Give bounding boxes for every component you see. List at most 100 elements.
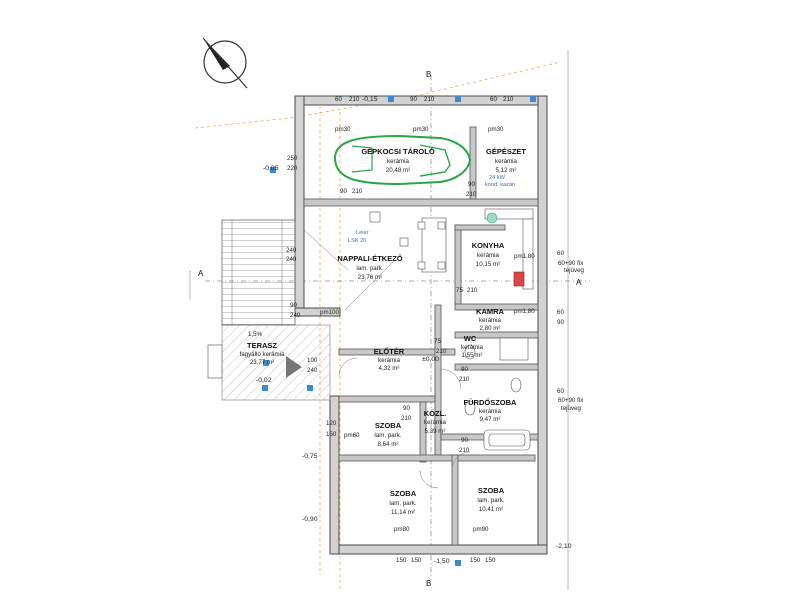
dim-label: 90 (468, 181, 475, 188)
room-hall-name: ELŐTÉR (374, 347, 405, 356)
kitchen-counter (484, 208, 534, 290)
dim-label: 150 (470, 557, 481, 564)
dim-label: 90 (461, 366, 468, 373)
dim-label: pm30 (488, 126, 504, 133)
dim-label: 90 (557, 319, 564, 326)
room-1-floor: lam. park. (374, 432, 401, 439)
terrace-ramp-arrow (286, 356, 302, 378)
dim-label: 100 (307, 357, 318, 364)
dim-label: 150 (485, 557, 496, 564)
property-lines (194, 61, 561, 590)
note-fireplace-model: LSK 20 (348, 238, 366, 244)
terrace-name: TERASZ (247, 341, 277, 350)
dim-label: 150 (411, 557, 422, 564)
dim-label: 210 (459, 376, 470, 383)
room-corridor-area: 5,39 m² (425, 428, 446, 435)
level-entrance: ±0,00 (422, 356, 439, 363)
level-left-upper: -0,05 (263, 165, 279, 172)
car-icon (333, 134, 472, 186)
dim-label: 75 (456, 287, 463, 294)
dim-label: 210 (401, 415, 412, 422)
note-boiler-type: kond. kazán (485, 182, 515, 188)
dim-label: 240 (286, 247, 297, 254)
level-right-low: -2,10 (556, 543, 572, 550)
level-bottom: -1,50 (434, 558, 450, 565)
room-hall-floor: kerámia (378, 357, 401, 364)
room-pantry-floor: kerámia (479, 317, 502, 324)
dim-label: 60 (335, 96, 342, 103)
room-2-area: 11,14 m² (391, 509, 415, 516)
room-kitchen-area: 10,15 m² (476, 261, 500, 268)
room-kitchen-name: KONYHA (472, 241, 505, 250)
dining-table (399, 217, 447, 273)
pergola (221, 219, 296, 326)
note-fireplace-brand: Leier (356, 230, 369, 236)
note-window-fix-lower: 60+90 fix (558, 397, 584, 404)
bathtub (483, 429, 531, 451)
terrace-slope: 1,5% (248, 331, 263, 338)
room-1-area: 8,64 m² (378, 441, 399, 448)
dim-label: 240 (307, 367, 318, 374)
dimension-labels: 60 210 90 210 60 210 pm30 pm30 pm30 250 … (286, 96, 564, 564)
room-bathroom-floor: kerámia (479, 408, 502, 415)
terrace-area: 23,77 m² (250, 359, 274, 366)
room-living-name: NAPPALI-ÉTKEZŐ (337, 254, 402, 263)
dim-label: pm80 (394, 526, 410, 533)
dim-label: 60 (557, 250, 564, 257)
room-hall-area: 4,32 m² (379, 365, 400, 372)
fireplace (369, 211, 381, 223)
dim-label: pm30 (413, 126, 429, 133)
note-window-glass-upper: tejüveg (564, 267, 585, 274)
dim-label: pm90 (473, 526, 489, 533)
dim-label: pm1,80 (514, 253, 535, 260)
terrace-floor: fagyálló kerámia (239, 351, 285, 358)
dim-label: 210 (352, 188, 363, 195)
room-2-floor: lam. park. (389, 500, 416, 507)
dim-label: pm60 (344, 432, 360, 439)
dim-label: 210 (503, 96, 514, 103)
dim-label: 240 (290, 312, 301, 319)
dim-label: 210 (424, 96, 435, 103)
dim-label: 220 (287, 165, 298, 172)
room-corridor-floor: kerámia (424, 419, 447, 426)
dim-label: 60 (557, 388, 564, 395)
note-boiler-power: 24 kW (489, 175, 506, 181)
level-left-mid: -0,75 (302, 453, 318, 460)
outer-walls (294, 95, 548, 555)
room-bathroom-name: FÜRDŐSZOBA (464, 398, 517, 407)
dim-label: 60 (490, 96, 497, 103)
room-tech-name: GÉPÉSZET (486, 147, 526, 156)
room-corridor-name: KÖZL. (424, 409, 447, 418)
dim-label: 210 (467, 287, 478, 294)
room-3-floor: lam. park. (477, 497, 504, 504)
dim-label: 90 (410, 96, 417, 103)
room-garage-floor: kerámia (387, 158, 410, 165)
room-wc-area: 1,55 m² (462, 352, 483, 359)
room-bathroom-area: 9,47 m² (480, 416, 501, 423)
room-kitchen-floor: kerámia (477, 252, 500, 259)
dim-label: 210 (466, 191, 477, 198)
section-b-bottom: B (426, 579, 431, 588)
dim-label: 90 (461, 437, 468, 444)
dim-label: 240 (286, 256, 297, 263)
note-window-glass-lower: tejüveg (561, 405, 582, 412)
room-1-name: SZOBA (375, 421, 402, 430)
room-pantry-area: 2,80 m² (480, 325, 501, 332)
room-3-name: SZOBA (478, 486, 505, 495)
room-3-area: 10,41 m² (479, 506, 503, 513)
level-terrace: -0,02 (256, 377, 272, 384)
blue-markers (262, 96, 536, 566)
dim-label: 150 (396, 557, 407, 564)
room-garage-area: 20,48 m² (386, 167, 410, 174)
room-wc-floor: kerámia (461, 344, 484, 351)
dim-label: 90 (290, 302, 297, 309)
wc-bowl (464, 344, 522, 416)
dim-label: 75 (434, 338, 441, 345)
section-a-right: A (576, 278, 582, 287)
dim-label: 210 (459, 447, 470, 454)
dim-label: 210 (436, 348, 447, 355)
dim-label: 90 (403, 405, 410, 412)
room-2-name: SZOBA (390, 489, 417, 498)
level-top: -0,15 (362, 96, 378, 103)
